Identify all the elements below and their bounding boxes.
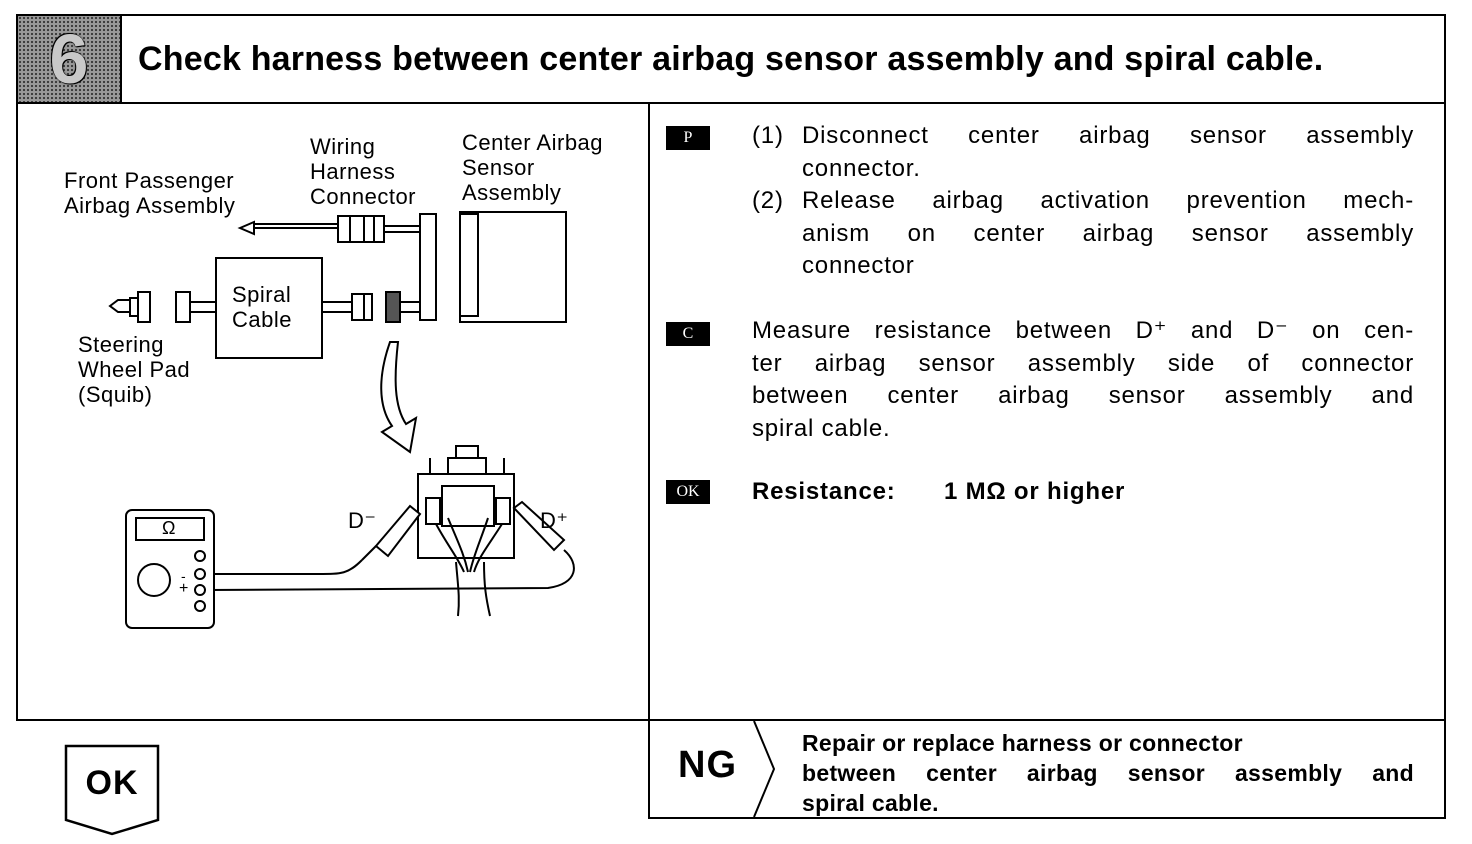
ok-spec-value: 1 MΩ or higher	[944, 478, 1126, 505]
harness-connector	[337, 215, 385, 243]
label-front-passenger-airbag: Front Passenger Airbag Assembly	[64, 168, 236, 218]
ok-result-arrow	[64, 744, 160, 836]
meter-dial	[137, 563, 171, 597]
ng-chevron-icon	[753, 721, 776, 817]
prepare-step-2-number: (2)	[752, 187, 784, 214]
label-d-plus: D⁺	[540, 508, 569, 533]
label-d-minus: D⁻	[348, 508, 377, 533]
label-steering-wheel-pad: Steering Wheel Pad (Squib)	[78, 332, 191, 407]
prepare-step-1-number: (1)	[752, 122, 784, 149]
probe-minus	[374, 504, 422, 558]
step-number-box	[18, 16, 122, 102]
ohm-icon: Ω	[162, 518, 176, 538]
meter-plus-label: +	[179, 580, 189, 597]
ng-result-label: NG	[678, 744, 737, 786]
prepare-badge: P	[666, 126, 710, 150]
step-title: Check harness between center airbag sens…	[138, 39, 1324, 78]
spiral-cable-box	[215, 257, 323, 359]
meter-display	[135, 517, 205, 541]
meter-minus-label: -	[181, 568, 187, 584]
check-instruction: Measure resistance between D⁺ and D⁻ on …	[752, 317, 1414, 442]
passenger-plug-tip	[237, 220, 255, 236]
ok-result-label: OK	[85, 764, 139, 802]
squib-plug	[108, 299, 131, 313]
wiring-diagram	[108, 211, 575, 629]
main-panel	[16, 104, 1446, 721]
ok-spec-label: Resistance:	[752, 478, 896, 505]
label-center-airbag-sensor: Center Airbag Sensor Assembly	[462, 130, 604, 205]
step-number: 6	[49, 20, 89, 98]
wiring-illustration: Front Passenger Airbag Assembly Wiring H…	[18, 106, 646, 718]
ng-action: Repair or replace harness or connector b…	[802, 730, 1414, 816]
prepare-step-1: Disconnect center airbag sensor assembly…	[802, 122, 1414, 182]
hatched-connector	[385, 291, 401, 323]
prepare-step-2: Release airbag activation prevention mec…	[802, 187, 1414, 279]
panel-divider	[648, 104, 650, 721]
step-header: 6 Check harness between center airbag se…	[16, 14, 1446, 104]
ng-result-box	[648, 721, 1446, 819]
probe-plus	[512, 500, 566, 552]
check-badge: C	[666, 322, 710, 346]
detail-arrow	[380, 341, 418, 454]
bus-connector	[419, 213, 437, 321]
ok-spec-badge: OK	[666, 480, 710, 504]
label-wiring-harness-connector: Wiring Harness Connector	[310, 134, 417, 209]
label-spiral-cable: Spiral Cable	[232, 282, 292, 332]
